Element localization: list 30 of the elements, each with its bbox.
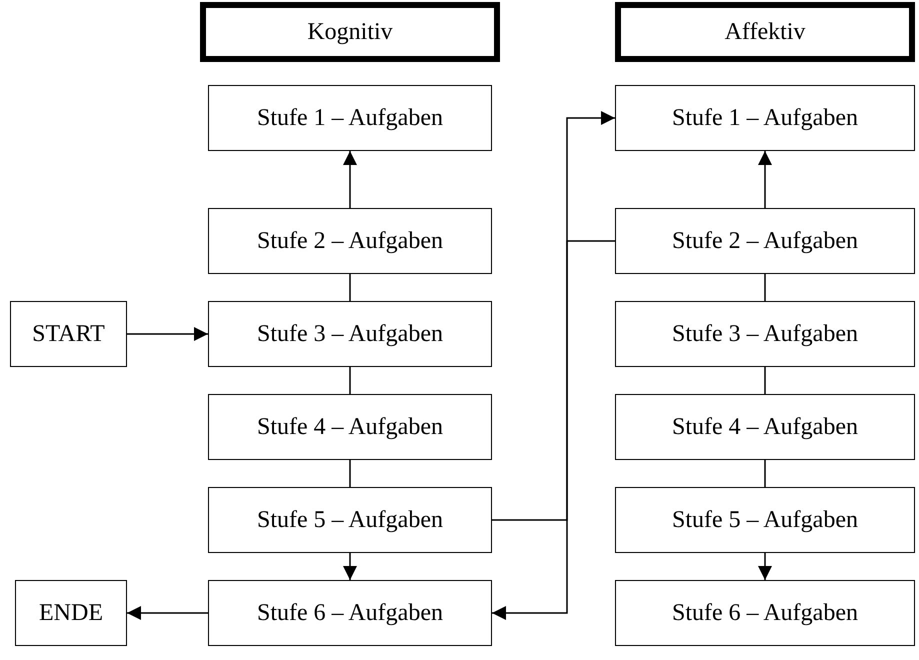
connector-line: [349, 274, 351, 301]
process-box: Stufe 1 – Aufgaben: [615, 85, 915, 151]
process-box: START: [10, 301, 127, 367]
arrow: [343, 151, 357, 208]
process-box: Stufe 6 – Aufgaben: [208, 580, 492, 646]
arrow: [758, 553, 772, 580]
arrow: [492, 111, 615, 521]
column-header-box: Affektiv: [615, 2, 915, 62]
process-box: Stufe 3 – Aufgaben: [208, 301, 492, 367]
connector-line: [349, 460, 351, 487]
process-box: Stufe 5 – Aufgaben: [208, 487, 492, 553]
connector-line: [349, 367, 351, 394]
connector-line: [764, 367, 766, 394]
arrow: [758, 151, 772, 208]
process-box: Stufe 3 – Aufgaben: [615, 301, 915, 367]
arrow: [127, 327, 208, 341]
process-box: Stufe 5 – Aufgaben: [615, 487, 915, 553]
column-header-box: Kognitiv: [200, 2, 500, 62]
connector-line: [764, 460, 766, 487]
connector-line: [764, 274, 766, 301]
process-box: Stufe 6 – Aufgaben: [615, 580, 915, 646]
arrow: [343, 553, 357, 580]
process-box: Stufe 2 – Aufgaben: [615, 208, 915, 274]
arrow: [492, 240, 615, 620]
process-box: Stufe 4 – Aufgaben: [208, 394, 492, 460]
arrow: [127, 606, 208, 620]
process-box: ENDE: [15, 580, 127, 646]
process-box: Stufe 2 – Aufgaben: [208, 208, 492, 274]
process-box: Stufe 4 – Aufgaben: [615, 394, 915, 460]
process-box: Stufe 1 – Aufgaben: [208, 85, 492, 151]
